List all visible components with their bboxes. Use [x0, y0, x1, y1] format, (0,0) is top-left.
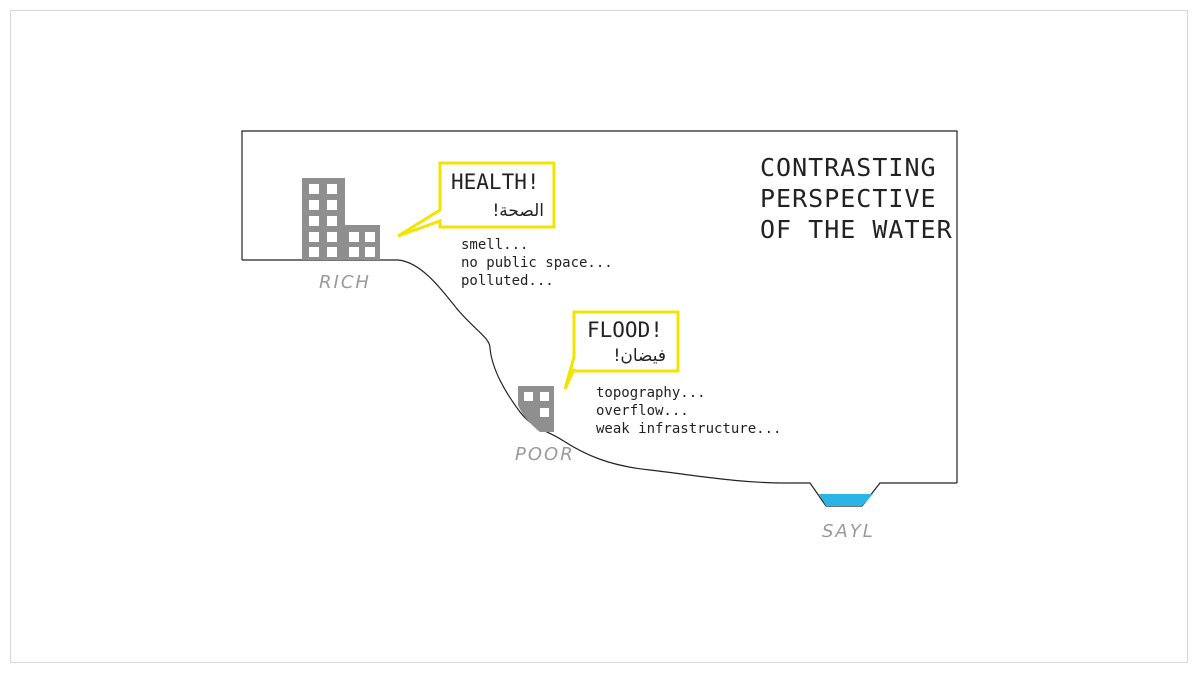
building-rich-icon: [302, 178, 380, 260]
water-channel-icon: [819, 494, 873, 506]
note-line: no public space...: [461, 255, 613, 271]
diagram-frame: [10, 10, 1188, 663]
title-line: OF THE WATER: [760, 215, 953, 244]
title-line: PERSPECTIVE: [760, 184, 937, 213]
flood-speech-bubble: [563, 310, 680, 390]
rich-label: RICH: [319, 272, 371, 293]
note-line: topography...: [596, 385, 706, 401]
building-poor-icon: [518, 386, 554, 432]
section-box-outline: [241, 130, 958, 483]
health-arabic: الصحة!: [492, 201, 544, 221]
flood-heading: FLOOD!: [587, 318, 663, 342]
flood-arabic: فيضان!: [613, 346, 666, 366]
terrain-line: [242, 259, 957, 507]
note-line: weak infrastructure...: [596, 421, 782, 437]
note-line: smell...: [461, 237, 529, 253]
poor-notes: topography... overflow... weak infrastru…: [596, 384, 781, 438]
health-speech-bubble: [397, 161, 556, 238]
note-line: overflow...: [596, 403, 689, 419]
sayl-label: SAYL: [822, 521, 875, 542]
note-line: polluted...: [461, 273, 554, 289]
diagram-title: CONTRASTING PERSPECTIVE OF THE WATER: [760, 152, 960, 245]
rich-notes: smell... no public space... polluted...: [461, 236, 613, 290]
health-heading: HEALTH!: [451, 170, 540, 194]
title-line: CONTRASTING: [760, 153, 937, 182]
poor-label: POOR: [515, 444, 575, 465]
